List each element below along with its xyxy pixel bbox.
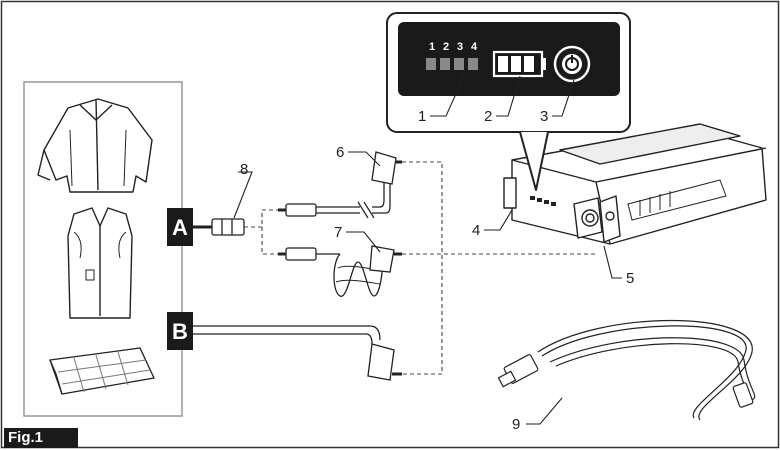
level-digit-2: 2	[443, 41, 449, 53]
callout-8: 8	[240, 161, 248, 178]
callout-3: 3	[540, 108, 548, 125]
heated-vest-illustration	[67, 207, 133, 319]
callout-5: 5	[626, 270, 634, 287]
battery-side-indicators	[530, 196, 556, 206]
connector-label-a: A	[172, 215, 188, 240]
callout-2: 2	[484, 108, 492, 125]
coiled-cable	[278, 245, 402, 297]
garments-box	[23, 81, 183, 417]
callout-numbers: 1 2 3 4 5 6 7 8 9	[240, 108, 634, 433]
battery-charge-icon	[492, 50, 546, 78]
heated-blanket-illustration	[49, 347, 155, 395]
level-digit-4: 4	[471, 41, 478, 53]
power-button-icon	[553, 45, 591, 83]
figure-tag: Fig.1	[4, 428, 78, 448]
level-indicator-lamps	[426, 58, 478, 70]
battery-vents	[639, 191, 671, 216]
adapter-plug	[193, 218, 245, 236]
connector-label-a-box: A	[167, 208, 193, 246]
callout-4: 4	[472, 222, 480, 239]
callout-1: 1	[418, 108, 426, 125]
callout-leaders	[233, 75, 622, 425]
b-connection-cable	[193, 325, 402, 381]
level-digit-3: 3	[457, 41, 463, 53]
straight-cable	[278, 151, 402, 219]
usb-cable	[497, 320, 756, 421]
dashed-connection-guides	[244, 161, 598, 375]
callout-7: 7	[334, 224, 342, 241]
callout-9: 9	[512, 416, 520, 433]
callout-6: 6	[336, 144, 344, 161]
status-panel-callout: 1 2 3 4	[386, 12, 631, 191]
connector-label-b: B	[172, 319, 188, 344]
level-digit-1: 1	[429, 41, 435, 53]
heated-jacket-illustration	[37, 98, 153, 193]
connector-label-b-box: B	[167, 312, 193, 350]
